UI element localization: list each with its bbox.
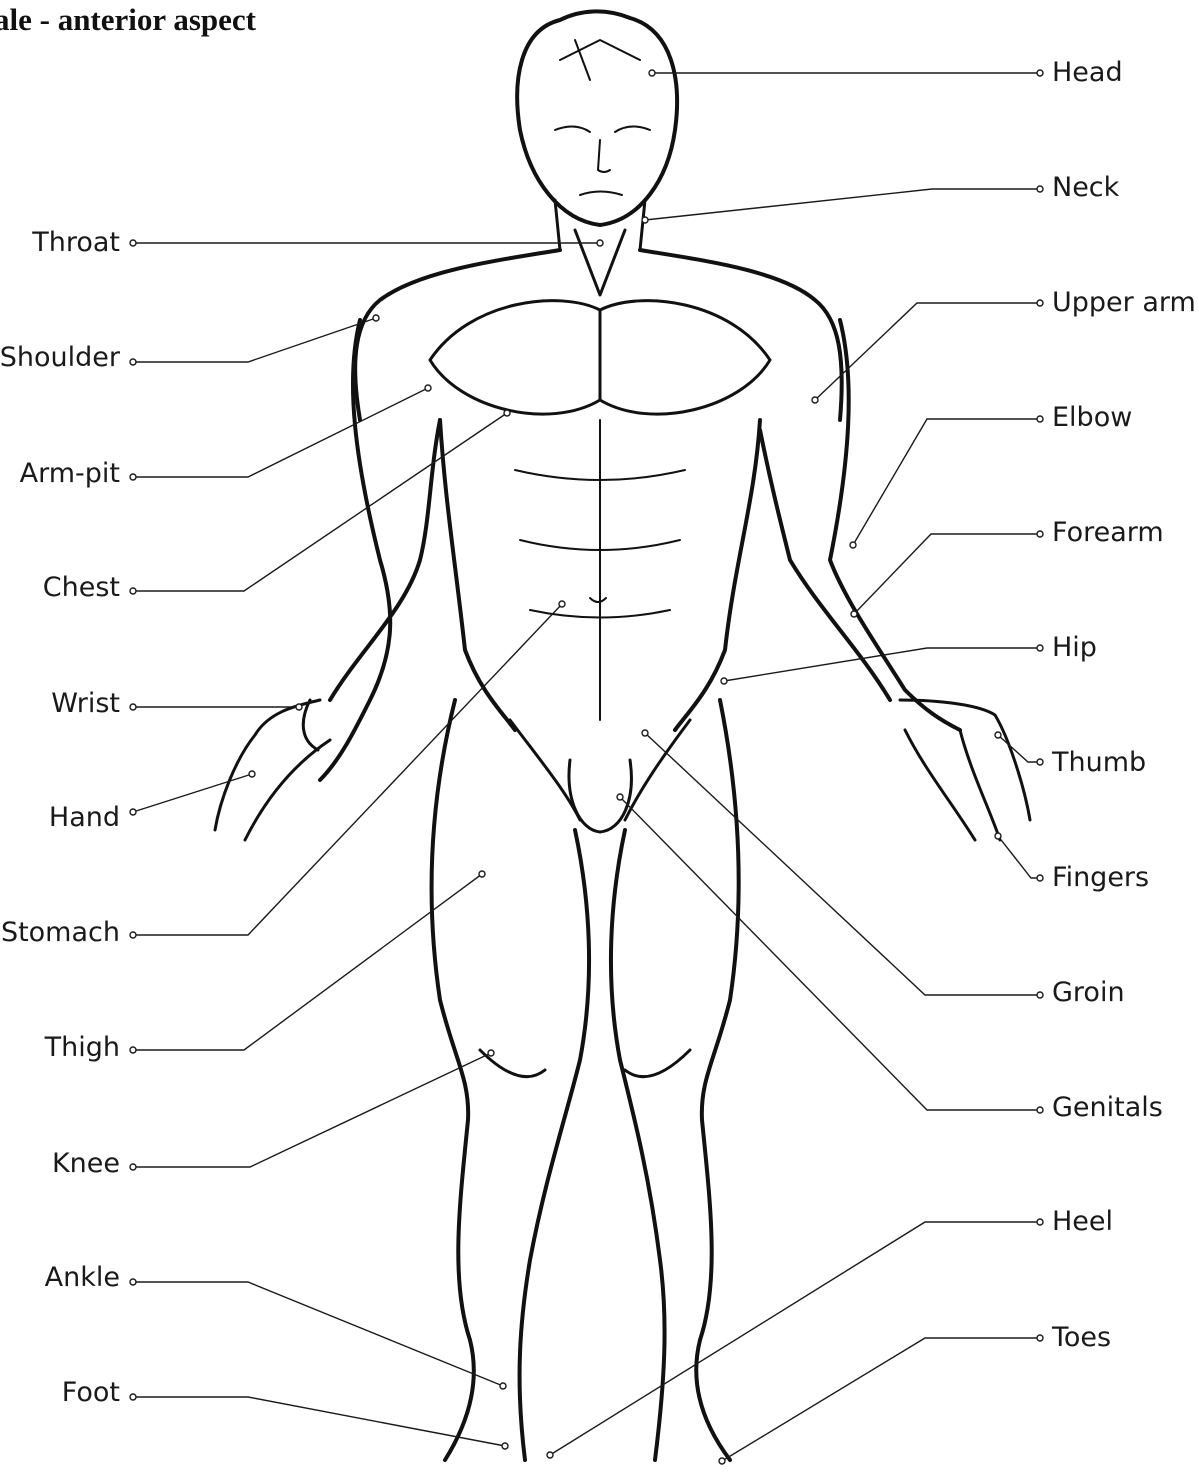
leader-shoulder bbox=[133, 318, 376, 362]
leader-chest bbox=[133, 413, 507, 591]
label-wrist: Wrist bbox=[0, 686, 120, 722]
leader-foot bbox=[133, 1397, 505, 1446]
label-stomach: Stomach bbox=[0, 915, 120, 951]
label-armpit: Arm-pit bbox=[0, 456, 120, 492]
label-groin: Groin bbox=[1052, 975, 1125, 1011]
label-upper-arm: Upper arm bbox=[1052, 285, 1196, 321]
leader-thumb bbox=[998, 735, 1040, 762]
label-throat: Throat bbox=[0, 225, 120, 261]
leader-hand bbox=[133, 774, 252, 812]
label-hand: Hand bbox=[0, 800, 120, 836]
label-thigh: Thigh bbox=[0, 1030, 120, 1066]
label-chest: Chest bbox=[0, 570, 120, 606]
leader-thigh bbox=[133, 874, 482, 1050]
label-ankle: Ankle bbox=[0, 1260, 120, 1296]
leader-forearm bbox=[854, 534, 1040, 614]
label-genitals: Genitals bbox=[1052, 1090, 1163, 1126]
leader-groin bbox=[645, 733, 1040, 995]
label-knee: Knee bbox=[0, 1146, 120, 1182]
leader-ankle bbox=[133, 1282, 503, 1386]
leader-genitals bbox=[620, 797, 1040, 1110]
leader-neck bbox=[645, 189, 1040, 220]
label-heel: Heel bbox=[1052, 1204, 1113, 1240]
label-fingers: Fingers bbox=[1052, 860, 1149, 896]
leader-upper-arm bbox=[815, 303, 1040, 400]
leader-toes bbox=[722, 1338, 1040, 1461]
leader-armpit bbox=[133, 388, 428, 477]
label-head: Head bbox=[1052, 55, 1123, 91]
label-elbow: Elbow bbox=[1052, 400, 1132, 436]
label-hip: Hip bbox=[1052, 630, 1097, 666]
label-foot: Foot bbox=[0, 1375, 120, 1411]
label-neck: Neck bbox=[1052, 170, 1119, 206]
leader-elbow bbox=[853, 419, 1040, 545]
label-toes: Toes bbox=[1052, 1320, 1111, 1356]
leader-fingers bbox=[998, 836, 1040, 878]
leader-hip bbox=[724, 648, 1040, 681]
label-thumb: Thumb bbox=[1052, 745, 1146, 781]
label-forearm: Forearm bbox=[1052, 515, 1164, 551]
leader-knee bbox=[133, 1053, 491, 1167]
label-shoulder: Shoulder bbox=[0, 340, 120, 376]
leader-stomach bbox=[133, 604, 562, 935]
